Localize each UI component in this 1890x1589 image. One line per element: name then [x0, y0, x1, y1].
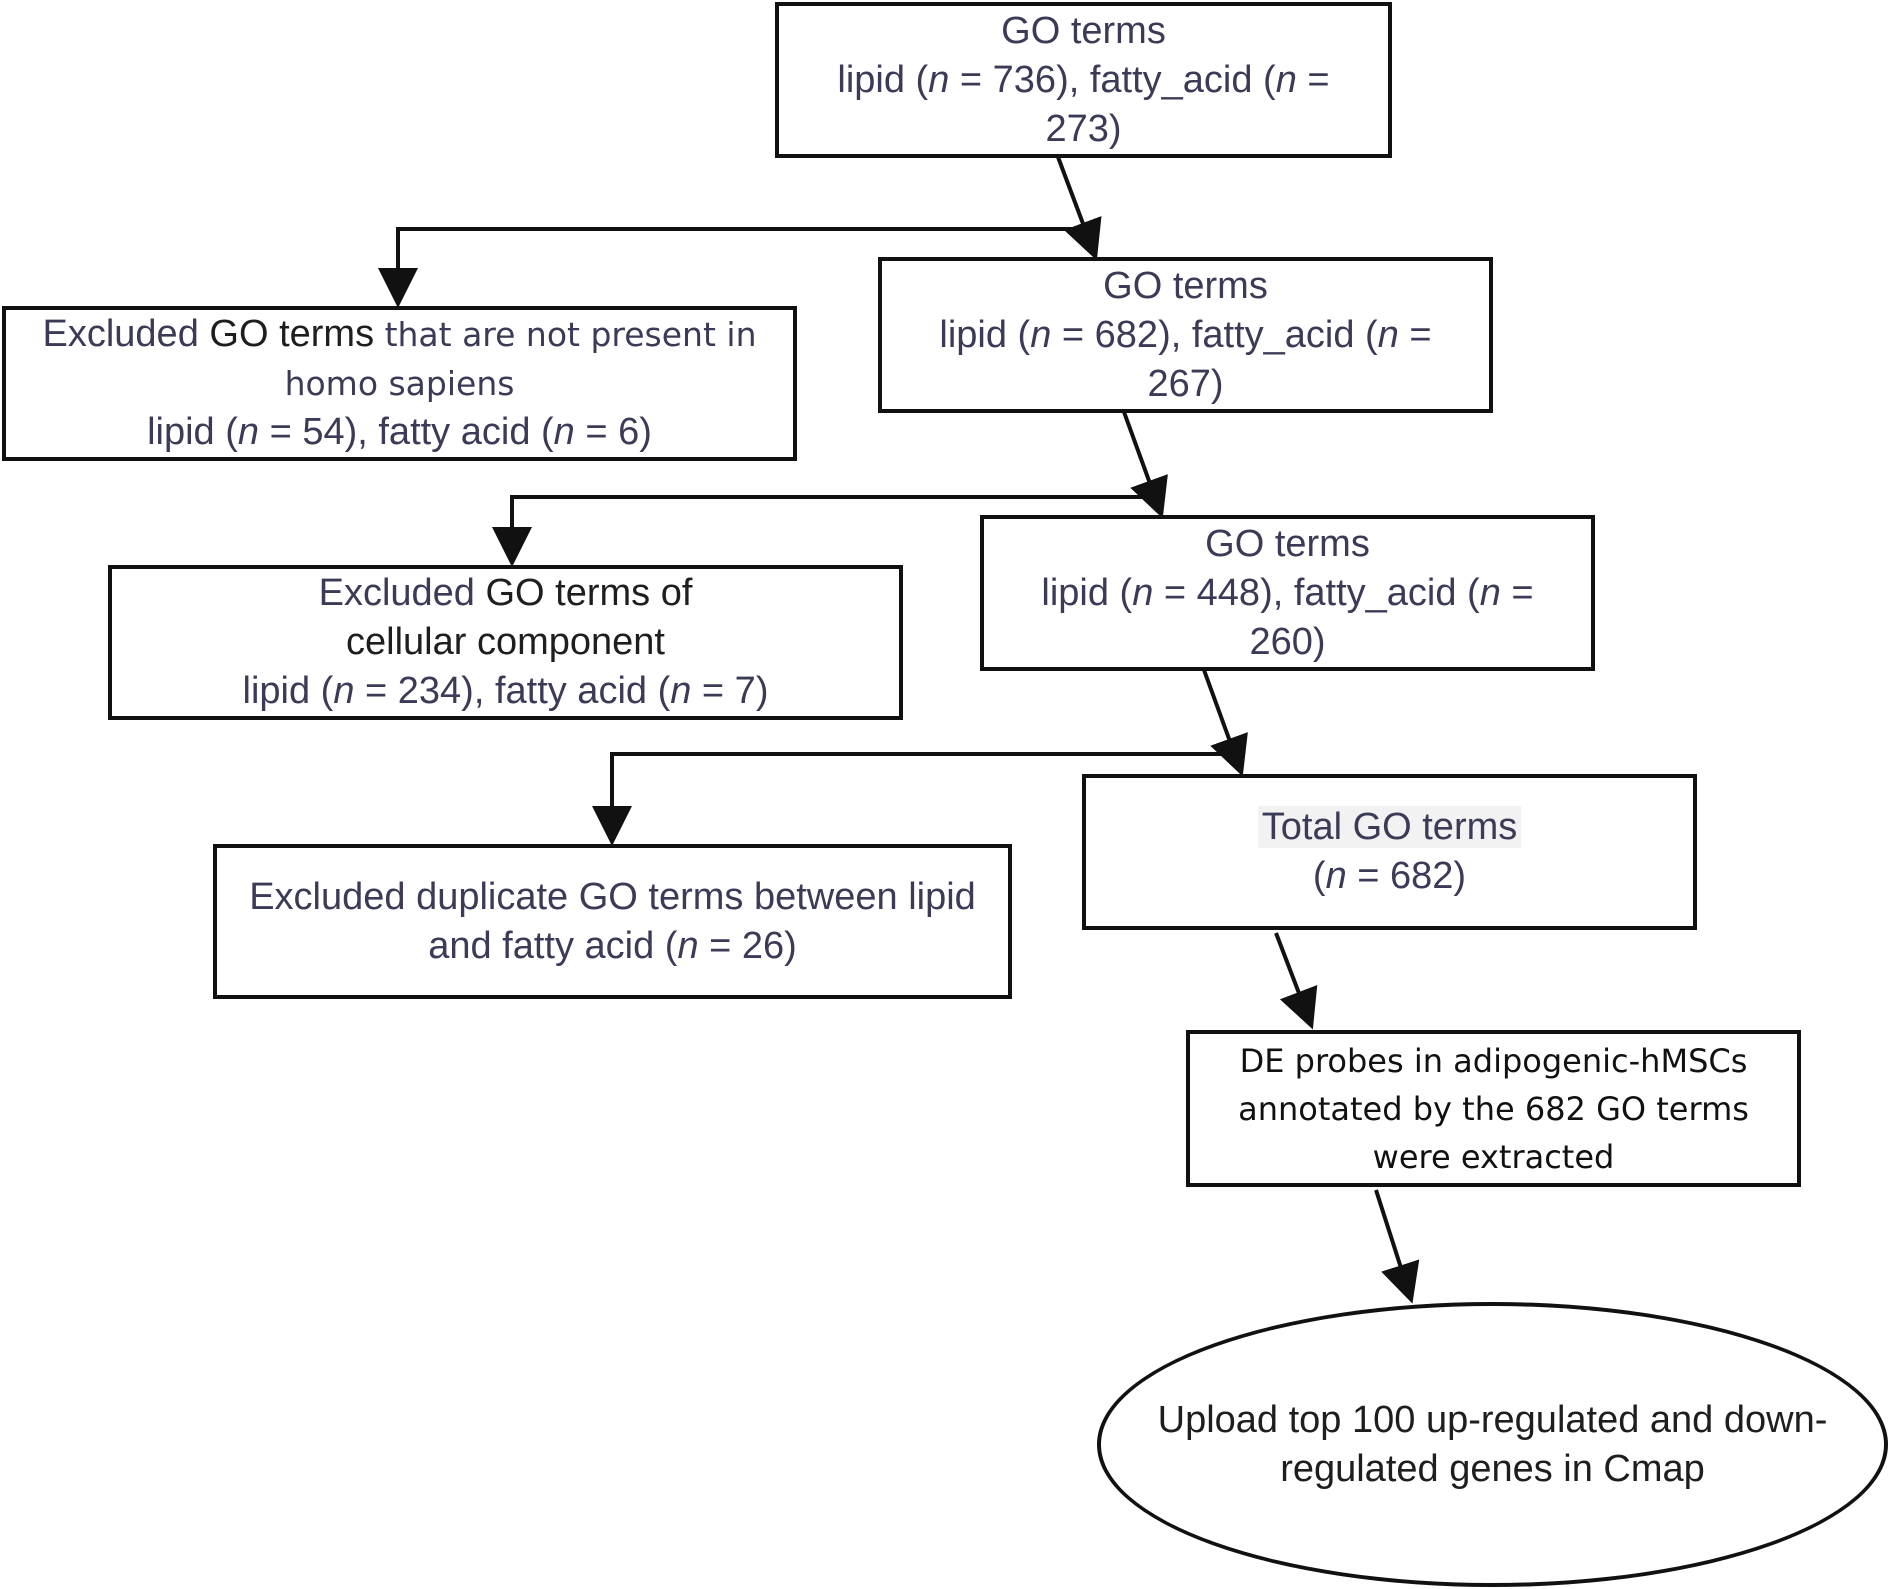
box-title: GO terms	[1205, 522, 1370, 565]
excluded-non-human-box: Excluded GO terms that are not present i…	[2, 306, 797, 461]
box-title: Total GO terms	[1257, 806, 1522, 848]
arrow-to-excl2	[492, 495, 1145, 567]
excluded-cellular-component-box: Excluded GO terms of cellular component …	[108, 565, 903, 720]
go-terms-box-1: GO terms lipid (n = 736), fatty_acid (n …	[775, 2, 1392, 158]
upload-cmap-ellipse: Upload top 100 up-regulated and down- re…	[1097, 1302, 1888, 1587]
arrow-total-to-de	[1274, 932, 1318, 1030]
arrow-de-to-upload	[1374, 1189, 1420, 1304]
arrow-to-excl1	[378, 227, 1080, 308]
box-title: GO terms	[1103, 264, 1268, 307]
arrow-to-excl3	[592, 752, 1225, 846]
go-terms-box-2: GO terms lipid (n = 682), fatty_acid (n …	[878, 257, 1493, 413]
go-terms-box-3: GO terms lipid (n = 448), fatty_acid (n …	[980, 515, 1595, 671]
total-go-terms-box: Total GO terms (n = 682)	[1082, 774, 1697, 930]
arrow-go1-to-go2	[1056, 156, 1102, 261]
excluded-duplicates-box: Excluded duplicate GO terms between lipi…	[213, 844, 1012, 999]
box-title: GO terms	[1001, 9, 1166, 52]
de-probes-box: DE probes in adipogenic-hMSCs annotated …	[1186, 1030, 1801, 1187]
arrow-go2-to-go3	[1122, 411, 1168, 519]
arrow-go3-to-total	[1202, 669, 1248, 777]
